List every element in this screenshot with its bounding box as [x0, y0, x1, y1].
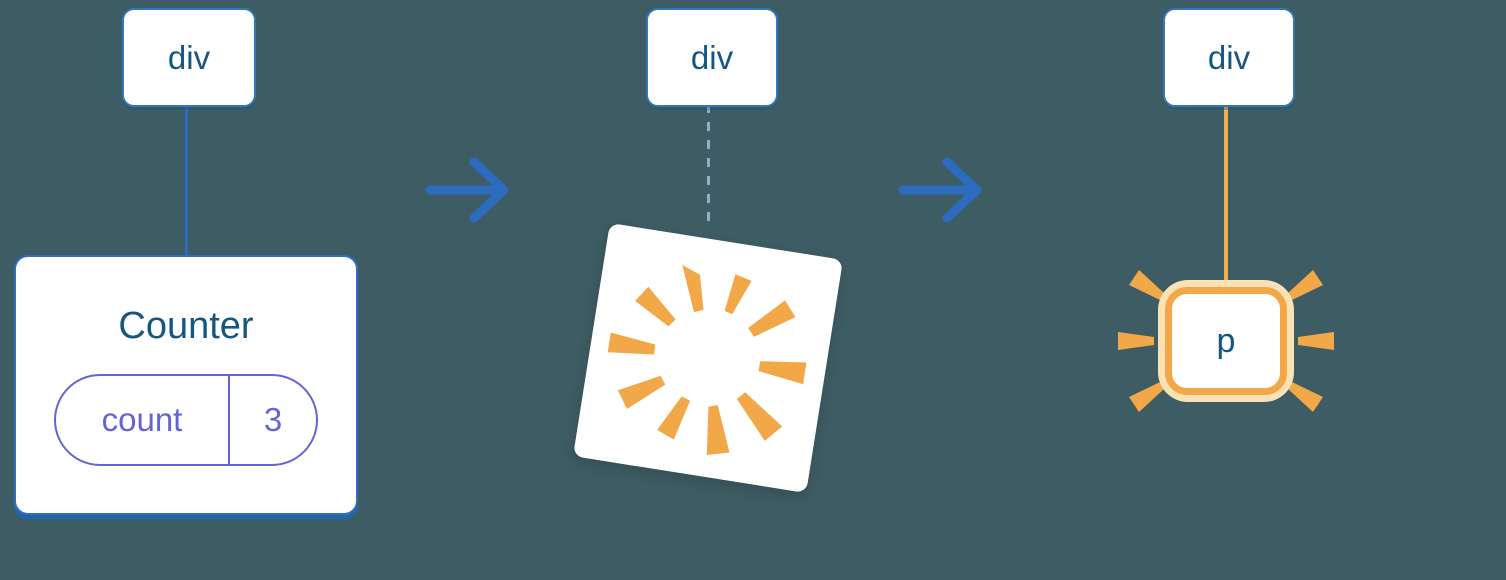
tree-edge-solid-icon: [185, 103, 188, 257]
poof-burst-icon: [572, 222, 844, 494]
right-arrow-icon: [898, 157, 982, 223]
dom-node-label: p: [1216, 321, 1236, 360]
state-key-label: count: [56, 375, 230, 464]
dom-node-label: div: [1207, 38, 1251, 76]
dom-node-label: div: [167, 38, 211, 76]
counter-component-card: Counter count 3: [14, 255, 358, 515]
burst-rays: [607, 264, 807, 456]
right-arrow-icon: [425, 157, 509, 223]
state-pill: count 3: [54, 373, 318, 466]
new-element-glow-halo: p: [1158, 280, 1294, 402]
tree-edge-dashed-icon: [707, 104, 710, 226]
state-value-label: 3: [263, 400, 283, 438]
tree-edge-orange-icon: [1224, 103, 1228, 285]
component-title: Counter: [118, 304, 254, 347]
dom-node-div-during: div: [646, 8, 778, 107]
dom-node-p: p: [1165, 287, 1287, 395]
dom-node-label: div: [690, 38, 734, 76]
dom-node-div-after: div: [1163, 8, 1295, 107]
dom-node-div-before: div: [122, 8, 256, 107]
